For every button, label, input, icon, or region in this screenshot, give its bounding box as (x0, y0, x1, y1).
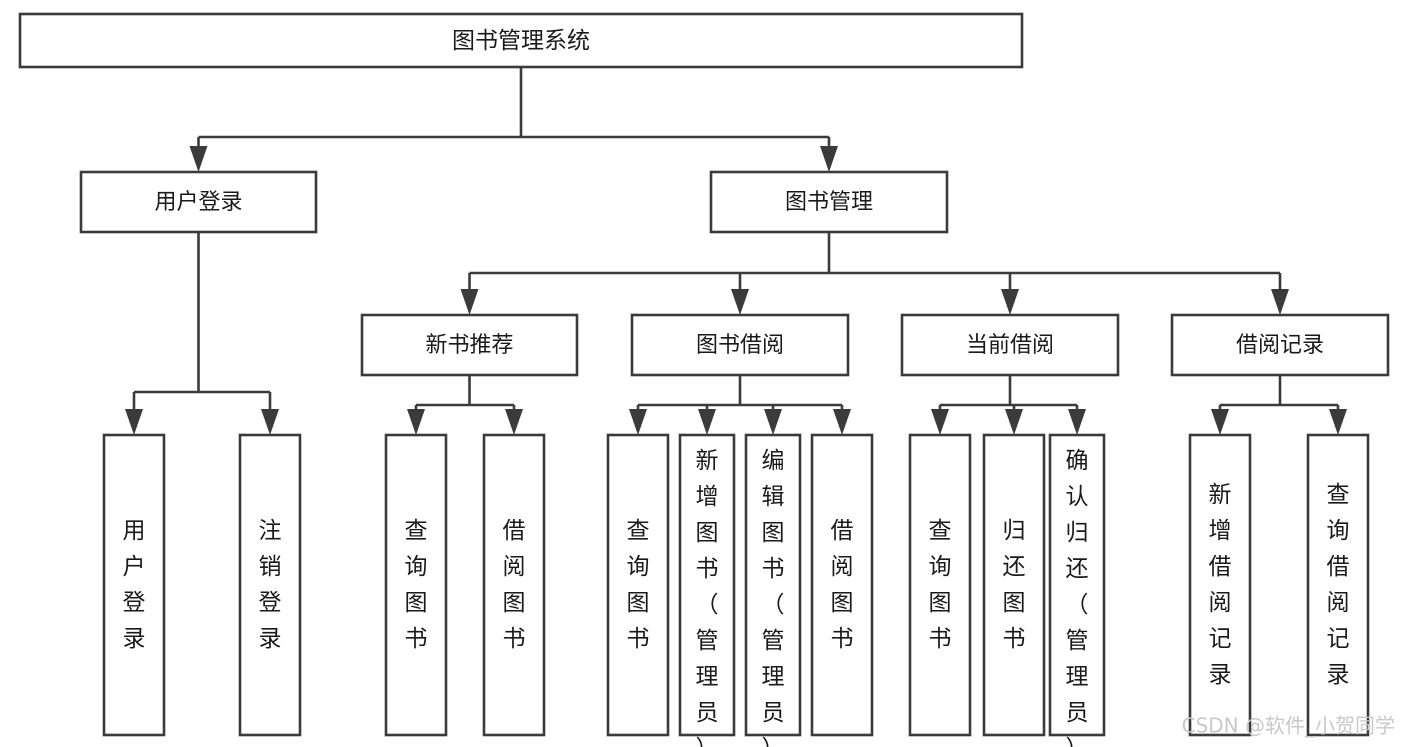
bm-to-l3-arrow-3 (1271, 289, 1289, 315)
leaf-node-leaf-edit-book[interactable]: 编辑图书（管理员） (744, 433, 802, 747)
node-layer: 图书管理系统用户登录图书管理新书推荐图书借阅当前借阅借阅记录用户登录注销登录查询… (18, 12, 1390, 747)
leaf-node-leaf-confirm-return-label: 确认归还（管理员） (1066, 448, 1089, 747)
leaf-node-leaf-borrow-book-bb-rect[interactable] (810, 433, 874, 737)
leaf-node-leaf-return-book-label: 归还图书 (1003, 518, 1026, 652)
level3-node-borrow-record-rect[interactable] (1170, 313, 1390, 377)
csdn-watermark: CSDN @软件_小贺同学 (1182, 714, 1395, 738)
leaf-node-leaf-query-record-label: 查询借阅记录 (1327, 482, 1350, 688)
level3-node-book-borrow-rect[interactable] (630, 313, 850, 377)
leaf-node-leaf-user-logout-label: 注销登录 (259, 518, 282, 652)
leaf-node-leaf-add-book-label: 新增图书（管理员） (696, 448, 719, 747)
l3-current-borrow-to-leaves-arrow-0 (931, 409, 949, 435)
leaf-node-leaf-user-login-label: 用户登录 (123, 518, 146, 652)
leaf-node-leaf-query-record-rect[interactable] (1306, 433, 1370, 737)
level3-node-current-borrow[interactable]: 当前借阅 (900, 313, 1120, 377)
leaf-node-leaf-add-record-label: 新增借阅记录 (1209, 482, 1232, 688)
leaf-node-leaf-confirm-return[interactable]: 确认归还（管理员） (1048, 433, 1106, 747)
leaf-node-leaf-borrow-book-nb-label: 借阅图书 (503, 518, 526, 652)
leaf-node-leaf-query-book-bb[interactable]: 查询图书 (606, 433, 670, 737)
leaf-node-leaf-user-logout[interactable]: 注销登录 (238, 433, 302, 737)
leaf-node-leaf-add-record-rect[interactable] (1188, 433, 1252, 737)
root-node-root-rect[interactable] (18, 12, 1024, 69)
leaf-node-leaf-return-book[interactable]: 归还图书 (982, 433, 1046, 737)
leaf-node-leaf-query-book-nb[interactable]: 查询图书 (384, 433, 448, 737)
level3-node-book-borrow-label: 图书借阅 (696, 333, 784, 358)
leaf-node-leaf-add-book[interactable]: 新增图书（管理员） (678, 433, 736, 747)
leaf-node-leaf-edit-book-rect[interactable] (744, 433, 802, 737)
leaf-node-leaf-user-login-rect[interactable] (102, 433, 166, 737)
leaf-node-leaf-borrow-book-nb[interactable]: 借阅图书 (482, 433, 546, 737)
level3-node-current-borrow-rect[interactable] (900, 313, 1120, 377)
leaf-node-leaf-query-book-bb-label: 查询图书 (627, 518, 650, 652)
l3-current-borrow-to-leaves-arrow-1 (1005, 409, 1023, 435)
level2-node-user-login-rect[interactable] (79, 170, 318, 234)
level2-node-book-manage-label: 图书管理 (785, 190, 873, 215)
leaf-node-leaf-query-book-cb-rect[interactable] (908, 433, 972, 737)
level2-node-book-manage-rect[interactable] (709, 170, 949, 234)
leaf-node-leaf-return-book-rect[interactable] (982, 433, 1046, 737)
root-node-root-label: 图书管理系统 (452, 28, 590, 54)
level3-node-book-borrow[interactable]: 图书借阅 (630, 313, 850, 377)
level2-node-book-manage[interactable]: 图书管理 (709, 170, 949, 234)
l3-borrow-record-to-leaves-arrow-1 (1329, 409, 1347, 435)
root-to-l2-arrow-1 (820, 146, 838, 172)
level3-node-new-book-recommend-rect[interactable] (360, 313, 579, 377)
leaf-node-leaf-query-book-nb-label: 查询图书 (405, 518, 428, 652)
leaf-node-leaf-borrow-book-bb-label: 借阅图书 (831, 518, 854, 652)
connector-layer (125, 67, 1347, 435)
level3-node-current-borrow-label: 当前借阅 (966, 333, 1054, 358)
l3-new-book-recommend-to-leaves-arrow-1 (505, 409, 523, 435)
l3-current-borrow-to-leaves-arrow-2 (1068, 409, 1086, 435)
leaf-node-leaf-confirm-return-rect[interactable] (1048, 433, 1106, 737)
l3-book-borrow-to-leaves-arrow-3 (833, 409, 851, 435)
leaf-node-leaf-user-login[interactable]: 用户登录 (102, 433, 166, 737)
bm-to-l3-arrow-2 (1001, 289, 1019, 315)
root-to-l2-arrow-0 (189, 146, 208, 172)
leaf-node-leaf-query-book-cb[interactable]: 查询图书 (908, 433, 972, 737)
l3-new-book-recommend-to-leaves-arrow-0 (407, 409, 425, 435)
leaf-node-leaf-user-logout-rect[interactable] (238, 433, 302, 737)
level2-node-user-login-label: 用户登录 (154, 190, 242, 215)
ul-to-leaves-arrow-0 (125, 409, 143, 435)
level2-node-user-login[interactable]: 用户登录 (79, 170, 318, 234)
bm-to-l3-arrow-1 (731, 289, 749, 315)
level3-node-new-book-recommend[interactable]: 新书推荐 (360, 313, 579, 377)
level3-node-new-book-recommend-label: 新书推荐 (425, 333, 513, 358)
l3-borrow-record-to-leaves-arrow-0 (1211, 409, 1229, 435)
leaf-node-leaf-borrow-book-nb-rect[interactable] (482, 433, 546, 737)
l3-book-borrow-to-leaves-arrow-0 (629, 409, 647, 435)
level3-node-borrow-record-label: 借阅记录 (1236, 333, 1324, 358)
ul-to-leaves-arrow-1 (261, 409, 279, 435)
leaf-node-leaf-query-book-nb-rect[interactable] (384, 433, 448, 737)
leaf-node-leaf-query-record[interactable]: 查询借阅记录 (1306, 433, 1370, 737)
leaf-node-leaf-add-record[interactable]: 新增借阅记录 (1188, 433, 1252, 737)
leaf-node-leaf-add-book-rect[interactable] (678, 433, 736, 737)
leaf-node-leaf-query-book-bb-rect[interactable] (606, 433, 670, 737)
level3-node-borrow-record[interactable]: 借阅记录 (1170, 313, 1390, 377)
leaf-node-leaf-query-book-cb-label: 查询图书 (929, 518, 952, 652)
leaf-node-leaf-borrow-book-bb[interactable]: 借阅图书 (810, 433, 874, 737)
leaf-node-leaf-edit-book-label: 编辑图书（管理员） (762, 448, 785, 747)
l3-book-borrow-to-leaves-arrow-1 (698, 409, 716, 435)
root-node-root[interactable]: 图书管理系统 (18, 12, 1024, 69)
l3-book-borrow-to-leaves-arrow-2 (764, 409, 782, 435)
bm-to-l3-arrow-0 (460, 289, 479, 315)
